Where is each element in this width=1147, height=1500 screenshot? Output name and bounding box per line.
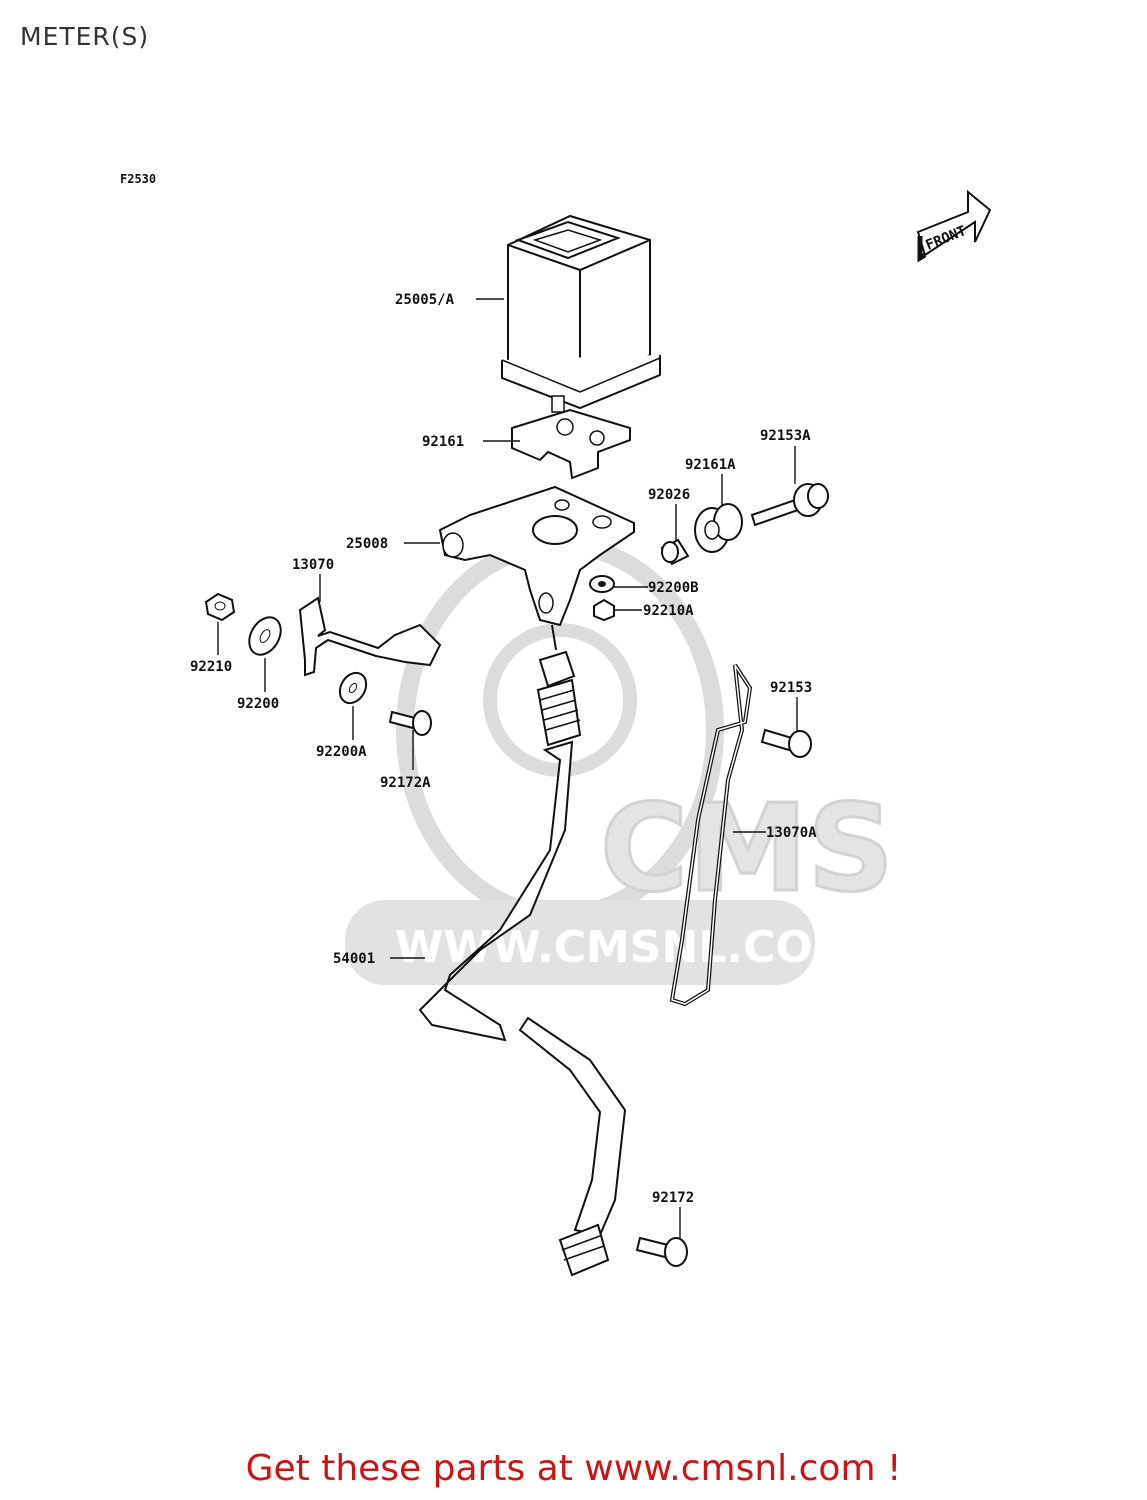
label-cushion-plate: 92161 xyxy=(422,434,464,450)
label-bolt: 92153 xyxy=(770,680,812,696)
cushion-plate-part xyxy=(511,408,631,480)
leader-lines xyxy=(217,298,798,1238)
label-washer-a: 92200A xyxy=(316,744,367,760)
bolt-a-part xyxy=(750,483,829,527)
footer-promo-text: Get these parts at www.cmsnl.com ! xyxy=(245,1448,902,1489)
label-cable: 54001 xyxy=(333,951,375,967)
watermark: CMS WWW.CMSNL.COM xyxy=(345,536,895,985)
label-bolt-a: 92153A xyxy=(760,428,811,444)
bolt-part xyxy=(760,728,812,758)
label-nut-a: 92210A xyxy=(643,603,694,619)
label-clamp-a: 13070A xyxy=(766,825,817,841)
page-title: METER(S) xyxy=(20,22,150,51)
meter-part xyxy=(501,214,661,413)
nut-a-part xyxy=(593,598,615,622)
cable-part xyxy=(418,624,627,1277)
label-nut-left: 92210 xyxy=(190,659,232,675)
label-bracket: 25008 xyxy=(346,536,388,552)
clamp-left-part xyxy=(298,596,442,677)
label-washer-left: 92200 xyxy=(237,696,279,712)
label-clamp-left: 13070 xyxy=(292,557,334,573)
label-washer-b: 92200B xyxy=(648,580,699,596)
parts-diagram: CMS WWW.CMSNL.COM FRONT xyxy=(190,189,992,1277)
label-screw: 92172 xyxy=(652,1190,694,1206)
label-damper-a: 92161A xyxy=(685,457,736,473)
watermark-logo: CMS xyxy=(600,780,894,919)
label-collar: 92026 xyxy=(648,487,690,503)
collar-part xyxy=(660,538,690,566)
front-arrow-icon: FRONT xyxy=(916,189,992,263)
bracket-part xyxy=(438,485,635,627)
figure-code: F2530 xyxy=(120,172,157,186)
screw-part xyxy=(635,1236,688,1267)
watermark-url: WWW.CMSNL.COM xyxy=(395,922,857,973)
damper-part xyxy=(694,503,743,553)
screw-a-part xyxy=(388,710,432,736)
label-meter: 25005/A xyxy=(395,292,455,308)
label-screw-a: 92172A xyxy=(380,775,431,791)
